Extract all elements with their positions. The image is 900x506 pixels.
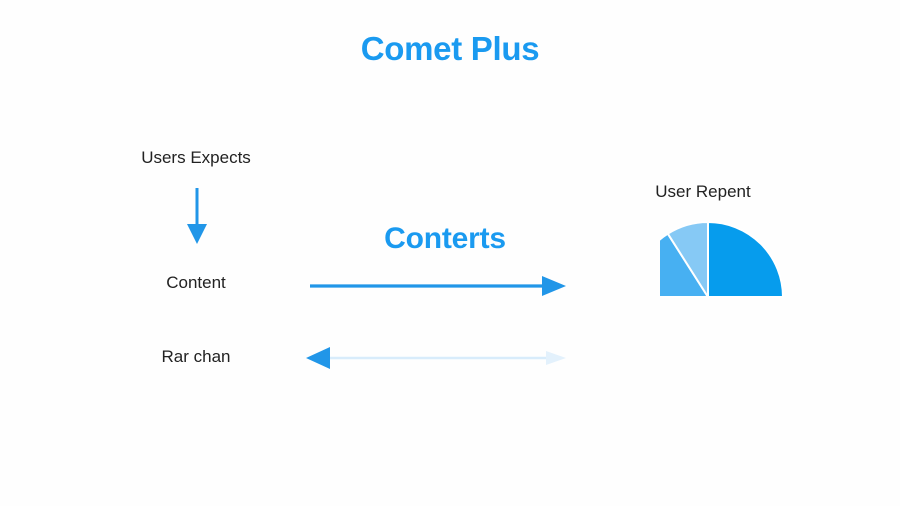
arrow-down-icon — [170, 186, 226, 250]
label-rar-chan: Rar chan — [161, 347, 231, 366]
page-title: Comet Plus — [360, 30, 540, 67]
label-content: Content — [166, 273, 226, 292]
label-user-repent: User Repent — [655, 182, 751, 201]
arrow-right-icon — [305, 272, 573, 300]
arrow-left-icon — [300, 345, 568, 371]
label-users-expects: Users Expects — [141, 148, 251, 167]
half-pie-chart-icon — [631, 210, 840, 395]
center-heading: Conterts — [384, 222, 506, 255]
pie-slice — [707, 220, 785, 298]
